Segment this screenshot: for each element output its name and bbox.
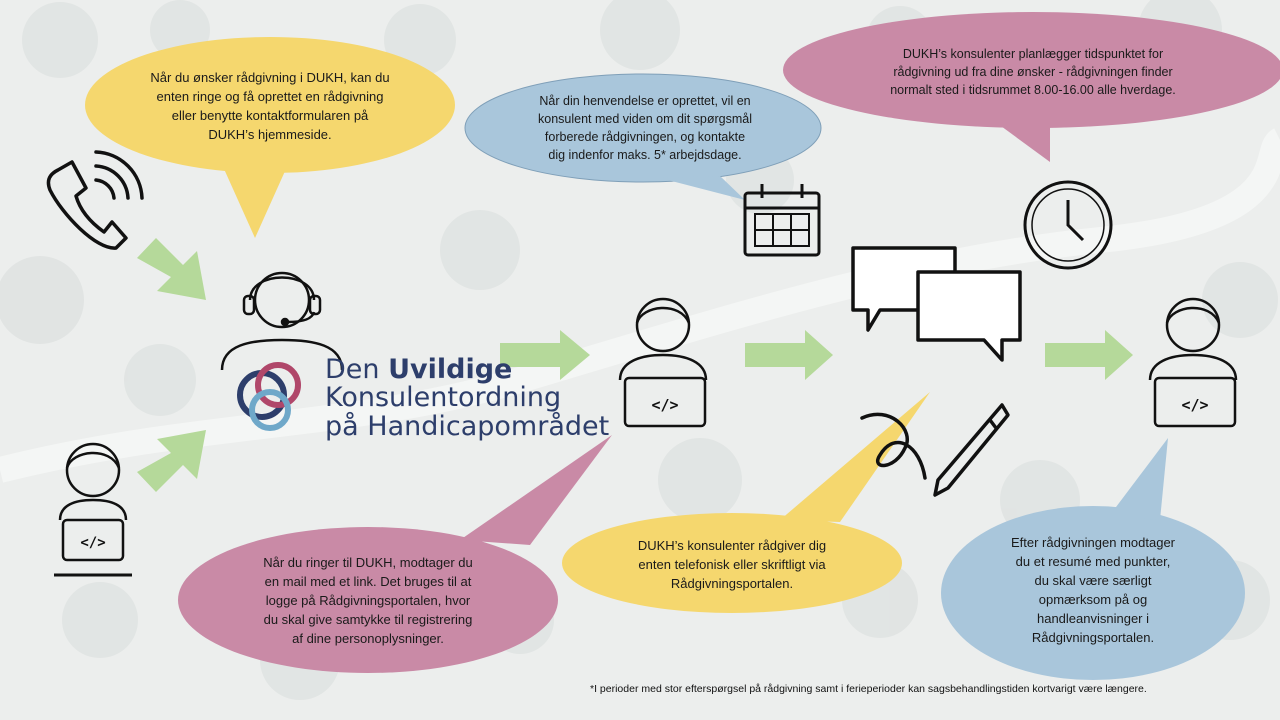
- user-laptop-icon: </>: [54, 442, 132, 577]
- bubble-pink-top-text: DUKH’s konsulenter planlægger tidspunkte…: [890, 47, 1176, 97]
- logo-text-line2: Konsulentordning: [325, 382, 561, 413]
- user-laptop-icon: </>: [1148, 297, 1238, 428]
- svg-text:</>: </>: [651, 396, 678, 414]
- svg-text:</>: </>: [1181, 396, 1208, 414]
- phone-icon: [46, 150, 144, 250]
- headset-consultant-icon: [220, 271, 344, 371]
- bubble-blue-bottom-text: Efter rådgivningen modtager du et resumé…: [1010, 535, 1176, 645]
- footnote: *I perioder med stor efterspørgsel på rå…: [590, 683, 1147, 695]
- bubble-pink-bottom: [178, 435, 612, 673]
- calendar-icon: [743, 184, 821, 257]
- bubble-pink-bottom-text: Når du ringer til DUKH, modtager du en m…: [263, 555, 473, 646]
- logo-rings-icon: [237, 362, 301, 431]
- bubble-yellow-bottom-text: DUKH’s konsulenter rådgiver dig enten te…: [637, 538, 827, 591]
- bubble-yellow-top: [85, 37, 455, 238]
- pen-signature-icon: [860, 403, 1010, 497]
- bubble-blue-top-text: Når din henvendelse er oprettet, vil en …: [538, 94, 752, 162]
- arrow-3: [1045, 330, 1133, 380]
- arrow-phone-to-consultant: [137, 238, 206, 300]
- bubble-blue-bottom: [941, 438, 1245, 680]
- bubble-yellow-top-text: Når du ønsker rådgivning i DUKH, kan du …: [150, 70, 390, 142]
- bubble-yellow-bottom: [562, 392, 930, 613]
- logo-text-line3: på Handicapområdet: [325, 411, 609, 442]
- clock-icon: [1023, 180, 1113, 270]
- svg-text:</>: </>: [80, 535, 105, 551]
- arrow-1: [500, 330, 590, 380]
- bubble-pink-top: [783, 12, 1280, 162]
- bubble-blue-top: [464, 73, 822, 200]
- arrow-2: [745, 330, 833, 380]
- user-laptop-icon: </>: [618, 297, 708, 428]
- logo-text-line1: Den Uvildige: [325, 354, 512, 385]
- chat-bubbles-icon: [851, 246, 1022, 362]
- arrow-user-to-consultant: [137, 430, 206, 492]
